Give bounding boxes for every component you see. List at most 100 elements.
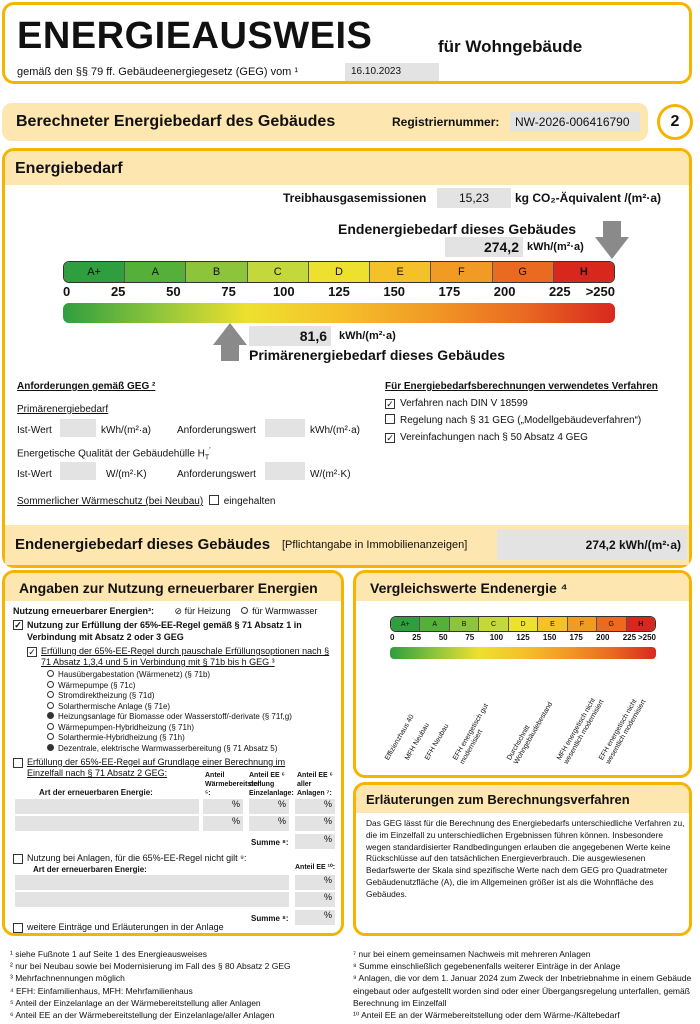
method-checkbox[interactable]	[385, 414, 395, 424]
comparison-label: EFH energetisch gut modernisiert	[452, 702, 490, 766]
energy-gradient	[63, 303, 615, 323]
option-radio[interactable]	[47, 733, 54, 740]
explanation-box: Erläuterungen zum Berechnungsverfahren D…	[353, 782, 692, 936]
requirements-title: Anforderungen gemäß GEG ²	[17, 381, 156, 392]
water-radio[interactable]	[241, 607, 249, 614]
footnotes-right: ⁷ nur bei einem gemeinsamen Nachweis mit…	[353, 948, 698, 1021]
heating-radio[interactable]: ⊘	[174, 606, 183, 616]
col-heat: Anteil Wärmebereitstellung ⁵:	[205, 772, 275, 797]
ee2-field[interactable]: %	[295, 892, 335, 907]
flat-checkbox[interactable]: ✓	[27, 647, 37, 657]
option-item: Solarthermische Anlage (§ 71e)	[47, 701, 292, 713]
explanation-header: Erläuterungen zum Berechnungsverfahren	[356, 785, 689, 813]
sum-label: Summe ⁸:	[251, 838, 289, 847]
option-label: Solarthermie-Hybridheizung (§ 71h)	[58, 733, 185, 742]
summer-protection: Sommerlicher Wärmeschutz (bei Neubau) ei…	[17, 495, 275, 507]
all-field[interactable]: %	[295, 799, 335, 814]
primary-ist-field[interactable]	[60, 419, 96, 437]
type-field[interactable]	[15, 799, 199, 814]
section-title: Berechneter Energiebedarf des Gebäudes	[16, 113, 336, 130]
more-checkbox[interactable]	[13, 923, 23, 933]
primary-anf-field[interactable]	[265, 419, 305, 437]
no-fulfil-label: Nutzung bei Anlagen, für die 65%-EE-Rege…	[27, 853, 247, 863]
issue-date: 16.10.2023	[345, 63, 439, 81]
pct: %	[323, 910, 332, 920]
sum-field[interactable]: %	[295, 834, 335, 849]
sum2-field[interactable]: %	[295, 910, 335, 925]
pct: %	[323, 892, 332, 902]
option-radio[interactable]	[47, 691, 54, 698]
quality-sub: T	[204, 454, 210, 462]
scale-tick: >250	[637, 633, 656, 642]
scale-tick: 50	[166, 284, 181, 299]
energy-class-f: F	[567, 617, 598, 631]
individual-label: Erfüllung der 65%-EE-Regel auf Grundlage…	[27, 757, 286, 778]
energy-class-d: D	[308, 262, 371, 282]
methods-title: Für Energiebedarfsberechnungen verwendet…	[385, 381, 658, 392]
options-list: Hausübergabestation (Wärmenetz) (§ 71b)W…	[47, 670, 292, 754]
water-label: für Warmwasser	[252, 606, 318, 616]
summer-checkbox[interactable]	[208, 495, 219, 505]
quality-anf-field[interactable]	[265, 462, 305, 480]
primary-energy-value: 81,6	[249, 326, 331, 346]
heat-field[interactable]: %	[203, 816, 243, 831]
ee-field[interactable]: %	[249, 816, 289, 831]
quality-ist-field[interactable]	[60, 462, 96, 480]
option-radio[interactable]	[47, 712, 54, 719]
method-checkbox[interactable]: ✓	[385, 399, 395, 409]
energy-class-e: E	[538, 617, 568, 631]
method-checkbox[interactable]: ✓	[385, 433, 395, 443]
pct: %	[231, 816, 240, 826]
flat-row: ✓Erfüllung der 65%-EE-Regel durch pausch…	[27, 646, 337, 668]
col-type: Art der erneuerbaren Energie:	[39, 788, 153, 797]
renewable-header: Angaben zur Nutzung erneuerbarer Energie…	[5, 573, 341, 601]
scale-tick: 225	[622, 633, 637, 642]
scale-tick: 125	[516, 633, 530, 642]
option-label: Heizungsanlage für Biomasse oder Wassers…	[58, 712, 292, 721]
energy-class-e: E	[370, 262, 432, 282]
option-radio[interactable]	[47, 722, 54, 730]
ee2-field[interactable]: %	[295, 875, 335, 890]
doc-subtitle: für Wohngebäude	[438, 37, 583, 56]
method-label: Vereinfachungen nach § 50 Absatz 4 GEG	[400, 432, 588, 443]
fulfil-checkbox[interactable]: ✓	[13, 620, 23, 630]
energy-class-f: F	[431, 262, 493, 282]
end-energy-value: 274,2	[445, 237, 523, 257]
option-radio[interactable]	[47, 680, 54, 688]
individual-checkbox[interactable]	[13, 758, 23, 768]
no-fulfil-row: Nutzung bei Anlagen, für die 65%-EE-Rege…	[13, 853, 247, 864]
scale-tick: 100	[272, 284, 295, 299]
option-radio[interactable]	[47, 743, 54, 751]
option-radio[interactable]	[47, 701, 54, 709]
option-label: Dezentrale, elektrische Warmwasserbereit…	[58, 743, 278, 753]
footnote: ⁸ Summe einschließlich gegebenenfalls we…	[353, 961, 621, 972]
end-energy-label: Endenergiebedarf dieses Gebäudes	[338, 221, 577, 237]
scale-tick: 25	[110, 284, 126, 299]
quality-label: Energetische Qualität der Gebäudehülle H…	[17, 447, 211, 461]
end-summary-value: 274,2 kWh/(m²·a)	[497, 530, 687, 560]
scale-tick: 175	[438, 284, 461, 299]
option-radio[interactable]	[47, 670, 54, 677]
type2-field[interactable]	[15, 892, 289, 907]
more-label: weitere Einträge und Erläuterungen in de…	[27, 922, 224, 932]
type2-field[interactable]	[15, 875, 289, 890]
type-field[interactable]	[15, 816, 199, 831]
ee-field[interactable]: %	[249, 799, 289, 814]
renewable-title: Angaben zur Nutzung erneuerbarer Energie…	[19, 580, 318, 596]
col-ee: Anteil EE ⁶ der Einzelanlage:	[249, 772, 294, 797]
anf-label: Anforderungswert	[177, 469, 256, 480]
footnote: ⁴ EFH: Einfamilienhaus, MFH: Mehrfamilie…	[10, 985, 193, 996]
scale-tick: 25	[412, 633, 422, 642]
no-fulfil-checkbox[interactable]	[13, 854, 23, 864]
footnotes-left: ¹ siehe Fußnote 1 auf Seite 1 des Energi…	[10, 948, 350, 1021]
all-field[interactable]: %	[295, 816, 335, 831]
explanation-title: Erläuterungen zum Berechnungsverfahren	[366, 792, 630, 807]
energy-class-h: H	[626, 617, 655, 631]
ghg-value: 15,23	[437, 188, 511, 208]
doc-title: ENERGIEAUSWEIS	[17, 15, 373, 57]
heat-field[interactable]: %	[203, 799, 243, 814]
energy-class-aplus: A+	[64, 262, 126, 282]
